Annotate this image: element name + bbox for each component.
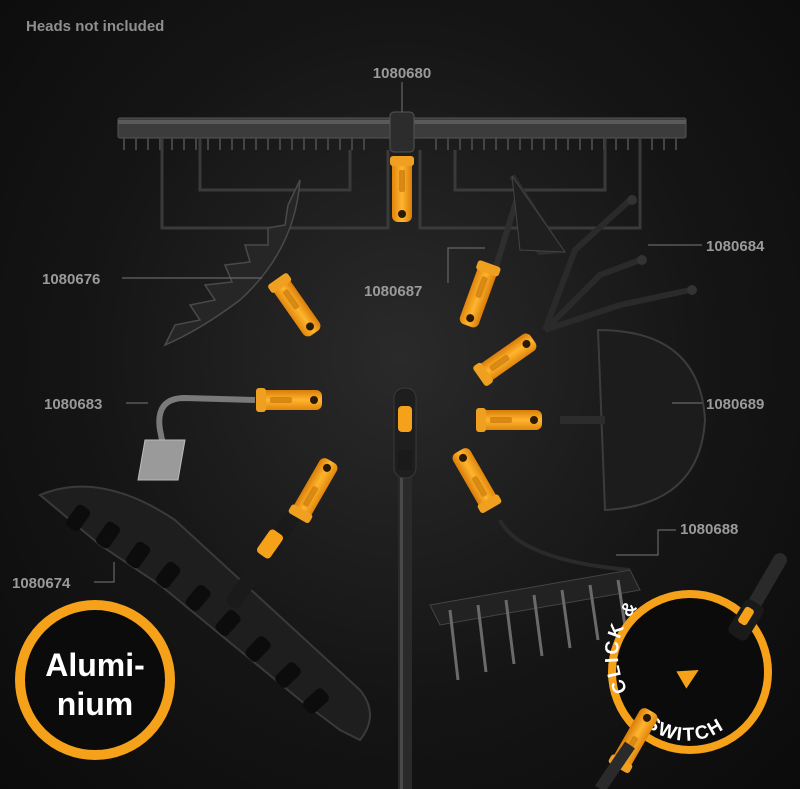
code-1080680: 1080680 — [373, 65, 431, 82]
heads-not-included-note: Heads not included — [26, 18, 165, 35]
weeder-head — [456, 174, 566, 330]
wide-rake-head — [117, 111, 687, 230]
large-rake-head — [38, 454, 371, 742]
code-1080683: 1080683 — [44, 396, 102, 413]
badge-line2: nium — [57, 686, 133, 722]
code-1080684: 1080684 — [706, 238, 765, 255]
hoe-head — [137, 388, 322, 481]
leaf-rake-head — [163, 179, 325, 347]
click-switch-badge: CLICK & SWITCH — [595, 553, 787, 789]
code-1080674: 1080674 — [12, 575, 71, 592]
aerator-head — [429, 444, 641, 681]
telescopic-handle — [393, 387, 417, 789]
code-1080688: 1080688 — [680, 521, 738, 538]
aluminium-badge: Alumi- nium — [15, 600, 175, 760]
cultivator-head — [472, 195, 697, 388]
badge-line1: Alumi- — [45, 647, 145, 683]
code-1080689: 1080689 — [706, 396, 764, 413]
code-1080687: 1080687 — [364, 283, 422, 300]
code-labels: 1080680 1080676 1080687 1080684 1080683 … — [12, 65, 765, 592]
code-1080676: 1080676 — [42, 271, 100, 288]
play-triangle-icon — [676, 670, 699, 689]
edger-head — [476, 328, 707, 512]
